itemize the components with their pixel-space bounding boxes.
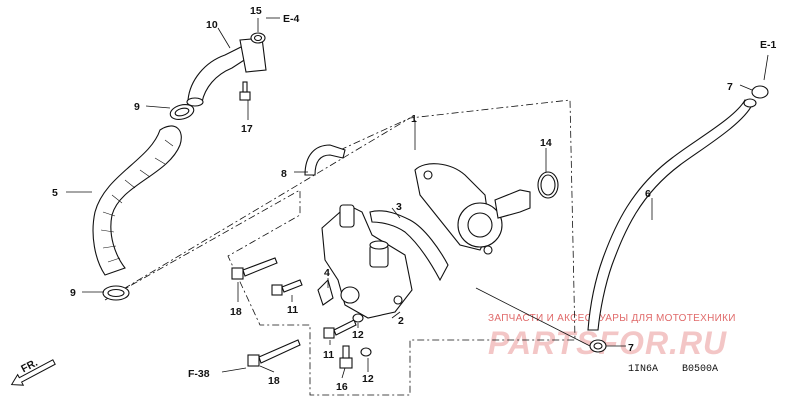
label-part-6: 6 (645, 188, 651, 200)
assembly-boundary-inner (339, 117, 411, 151)
washer-12-upper[interactable] (352, 313, 364, 323)
label-part-5: 5 (52, 187, 58, 199)
drawing-code-left: 1IN6A (628, 364, 658, 375)
label-part-18-lower: 18 (268, 375, 280, 387)
o-ring-15[interactable] (250, 32, 266, 44)
pipe-8[interactable] (304, 144, 346, 176)
clamp-7-upper[interactable] (743, 85, 769, 108)
hose-6[interactable] (587, 99, 753, 331)
label-part-11-upper: 11 (287, 304, 298, 316)
bolt-16[interactable] (339, 345, 353, 369)
clamp-9-lower[interactable] (102, 285, 130, 301)
label-part-17: 17 (241, 123, 253, 135)
leader-lines (66, 17, 769, 379)
label-part-18-upper: 18 (230, 306, 242, 318)
label-part-12-lower: 12 (362, 373, 374, 385)
callout-labels: 1 2 3 4 5 6 7 7 8 9 9 10 11 11 12 12 14 … (52, 5, 733, 393)
label-part-9-upper: 9 (134, 101, 140, 113)
label-part-2: 2 (398, 315, 404, 327)
assembly-boundary (104, 99, 576, 396)
bracket-4[interactable] (317, 278, 334, 306)
label-part-14: 14 (540, 137, 552, 149)
label-part-16: 16 (336, 381, 348, 393)
label-part-3: 3 (396, 201, 402, 213)
label-part-9-lower: 9 (70, 287, 76, 299)
washer-12-lower[interactable] (360, 347, 372, 357)
label-part-10: 10 (206, 19, 218, 31)
bolt-18-upper[interactable] (231, 257, 278, 280)
water-pump-assembly[interactable] (414, 163, 531, 255)
bolt-17[interactable] (239, 81, 251, 101)
label-part-12-upper: 12 (352, 329, 364, 341)
label-part-7-lower: 7 (628, 342, 634, 354)
drawing-code-right: B0500A (682, 364, 718, 375)
bolt-18-lower[interactable] (247, 339, 301, 367)
bolt-11-upper[interactable] (271, 279, 303, 296)
water-pump-housing-2[interactable] (321, 204, 413, 319)
watermark-logo: PARTSFOR.RU (488, 325, 727, 361)
watermark-tagline: ЗАПЧАСТИ И АКСЕССУАРЫ ДЛЯ МОТОТЕХНИКИ (488, 313, 736, 324)
clamp-9-upper[interactable] (169, 102, 196, 122)
label-part-8: 8 (281, 168, 287, 180)
ref-e1: E-1 (760, 39, 777, 51)
front-direction-arrow: FR. (10, 357, 56, 386)
label-part-1: 1 (411, 113, 417, 125)
label-part-7-upper: 7 (727, 81, 733, 93)
ref-e4: E-4 (283, 13, 300, 25)
hose-5[interactable] (92, 125, 182, 276)
bolt-11-lower[interactable] (323, 319, 357, 339)
gasket-3[interactable] (369, 210, 449, 282)
clamp-7-lower[interactable] (589, 339, 607, 353)
label-part-11-lower: 11 (323, 349, 334, 361)
ref-f38: F-38 (188, 368, 210, 380)
o-ring-14[interactable] (537, 171, 559, 199)
label-part-15: 15 (250, 5, 262, 17)
label-part-4: 4 (324, 267, 330, 279)
pipe-10[interactable] (186, 37, 267, 107)
